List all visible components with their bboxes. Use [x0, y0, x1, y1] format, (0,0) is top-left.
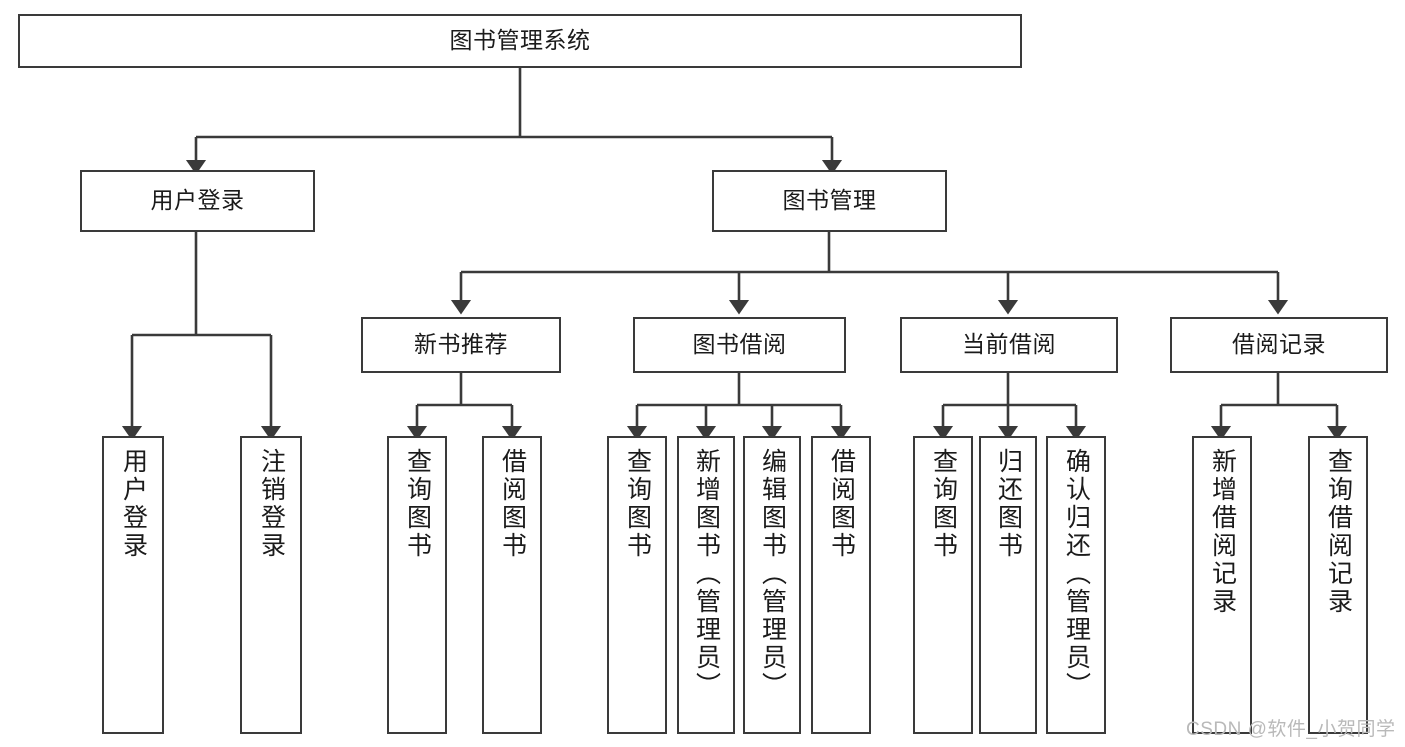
node-leaf-borrow-book-1-label: 借阅图书: [498, 448, 527, 560]
node-leaf-user-login[interactable]: 用户登录: [102, 436, 164, 734]
node-root-label: 图书管理系统: [449, 27, 591, 54]
node-leaf-add-book-label: 新增图书（管理员）: [692, 448, 721, 700]
node-book-manage-label: 图书管理: [782, 187, 877, 214]
node-leaf-logout-login[interactable]: 注销登录: [240, 436, 302, 734]
node-book-manage[interactable]: 图书管理: [712, 170, 947, 232]
node-leaf-return-book[interactable]: 归还图书: [979, 436, 1037, 734]
node-leaf-query-record[interactable]: 查询借阅记录: [1308, 436, 1368, 734]
node-new-book-recommend[interactable]: 新书推荐: [361, 317, 561, 373]
node-leaf-edit-book-label: 编辑图书（管理员）: [758, 448, 787, 700]
node-new-book-recommend-label: 新书推荐: [414, 331, 508, 358]
watermark-label: CSDN @软件_小贺同学: [1186, 719, 1396, 740]
node-leaf-user-login-label: 用户登录: [119, 448, 148, 560]
node-leaf-add-record-label: 新增借阅记录: [1208, 448, 1237, 616]
node-leaf-query-book-2[interactable]: 查询图书: [607, 436, 667, 734]
node-user-login[interactable]: 用户登录: [80, 170, 315, 232]
node-leaf-confirm-return[interactable]: 确认归还（管理员）: [1046, 436, 1106, 734]
node-borrow-record[interactable]: 借阅记录: [1170, 317, 1388, 373]
node-book-borrow-label: 图书借阅: [692, 331, 787, 358]
node-leaf-query-book-3[interactable]: 查询图书: [913, 436, 973, 734]
node-book-borrow[interactable]: 图书借阅: [633, 317, 846, 373]
node-leaf-borrow-book-2[interactable]: 借阅图书: [811, 436, 871, 734]
node-leaf-return-book-label: 归还图书: [994, 448, 1023, 560]
node-leaf-query-record-label: 查询借阅记录: [1324, 448, 1353, 616]
node-leaf-borrow-book-2-label: 借阅图书: [827, 448, 856, 560]
node-leaf-query-book-1[interactable]: 查询图书: [387, 436, 447, 734]
node-leaf-add-book[interactable]: 新增图书（管理员）: [677, 436, 735, 734]
node-leaf-edit-book[interactable]: 编辑图书（管理员）: [743, 436, 801, 734]
node-leaf-borrow-book-1[interactable]: 借阅图书: [482, 436, 542, 734]
node-borrow-record-label: 借阅记录: [1232, 331, 1326, 358]
node-current-borrow-label: 当前借阅: [962, 331, 1056, 358]
node-leaf-query-book-3-label: 查询图书: [929, 448, 958, 560]
node-user-login-label: 用户登录: [150, 187, 245, 214]
node-leaf-confirm-return-label: 确认归还（管理员）: [1062, 448, 1091, 700]
node-leaf-logout-login-label: 注销登录: [257, 448, 286, 560]
node-leaf-add-record[interactable]: 新增借阅记录: [1192, 436, 1252, 734]
node-leaf-query-book-2-label: 查询图书: [623, 448, 652, 560]
node-leaf-query-book-1-label: 查询图书: [403, 448, 432, 560]
node-current-borrow[interactable]: 当前借阅: [900, 317, 1118, 373]
node-root[interactable]: 图书管理系统: [18, 14, 1022, 68]
